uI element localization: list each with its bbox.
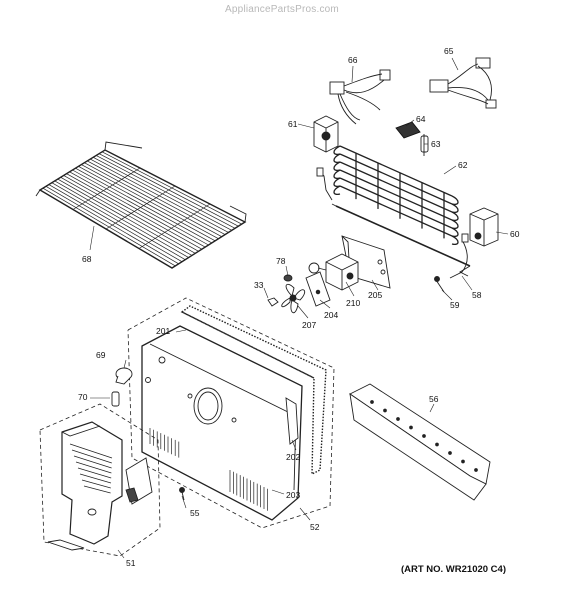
callout-78: 78 (276, 256, 286, 266)
defrost-thermostat-58[interactable] (449, 233, 469, 279)
evaporator-62[interactable] (316, 145, 471, 277)
wire-shelf[interactable] (35, 141, 247, 269)
callout-210: 210 (346, 298, 360, 308)
bracket-61[interactable] (313, 115, 339, 153)
knob-insert-70[interactable] (111, 391, 120, 407)
assembly-boundary-51 (39, 403, 161, 557)
fan-motor-210[interactable] (308, 253, 359, 291)
leader-lines (89, 57, 509, 559)
evaporator-cover-203[interactable] (141, 325, 303, 521)
art-number: (ART NO. WR21020 C4) (400, 564, 506, 575)
callout-60: 60 (510, 229, 520, 239)
label-64[interactable] (395, 121, 421, 139)
callout-63: 63 (431, 139, 441, 149)
motor-bracket-204[interactable] (305, 271, 331, 307)
callout-205: 205 (368, 290, 382, 300)
bracket-60[interactable] (469, 207, 499, 247)
control-housing-51[interactable] (47, 421, 153, 551)
watermark: AppliancePartsPros.com (225, 4, 339, 15)
screw-59[interactable] (434, 276, 445, 293)
wire-harness-66[interactable] (329, 69, 391, 125)
callout-201: 201 (156, 326, 170, 336)
callout-66: 66 (348, 55, 358, 65)
callout-labels: 66 65 61 64 63 62 60 58 59 205 210 204 2… (78, 46, 520, 568)
callout-69: 69 (96, 350, 106, 360)
fan-blade-207[interactable] (281, 283, 306, 314)
wire-harness-65[interactable] (429, 57, 497, 109)
callout-51: 51 (126, 558, 136, 568)
screw-55[interactable] (179, 487, 185, 501)
callout-56: 56 (429, 394, 439, 404)
callout-203: 203 (286, 490, 300, 500)
callout-202: 202 (286, 452, 300, 462)
control-knob-69[interactable] (115, 367, 133, 385)
callout-52: 52 (310, 522, 320, 532)
callout-64: 64 (416, 114, 426, 124)
callout-58: 58 (472, 290, 482, 300)
gasket-201[interactable] (180, 305, 327, 476)
callout-204: 204 (324, 310, 338, 320)
callout-33: 33 (254, 280, 264, 290)
nut-33[interactable] (267, 297, 279, 307)
callout-68: 68 (82, 254, 92, 264)
callout-55: 55 (190, 508, 200, 518)
duct-202[interactable] (285, 397, 299, 445)
callout-61: 61 (288, 119, 298, 129)
bracket-rail-56[interactable] (349, 383, 491, 501)
callout-70: 70 (78, 392, 88, 402)
callout-62: 62 (458, 160, 468, 170)
callout-207: 207 (302, 320, 316, 330)
assembly-boundary-52 (127, 297, 335, 529)
fuse-63[interactable] (420, 134, 429, 156)
callout-59: 59 (450, 300, 460, 310)
callout-65: 65 (444, 46, 454, 56)
